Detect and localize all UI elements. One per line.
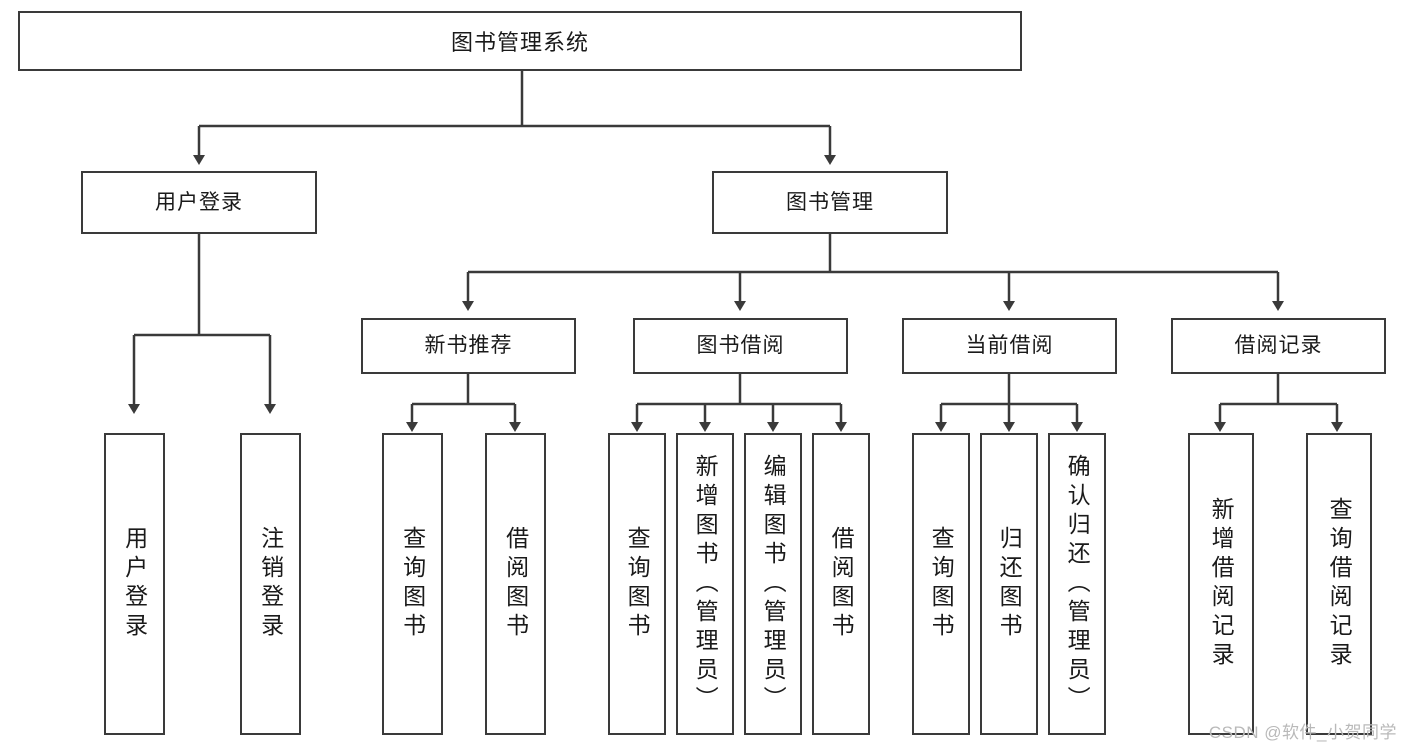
leaf-recommend-query-book[interactable]: 查询图书 <box>382 433 443 735</box>
node-book-management[interactable]: 图书管理 <box>712 171 948 234</box>
node-label: 查询图书 <box>928 526 955 642</box>
node-label: 当前借阅 <box>965 334 1054 358</box>
leaf-user-login-signout[interactable]: 注销登录 <box>240 433 301 735</box>
leaf-record-add-borrow-record[interactable]: 新增借阅记录 <box>1188 433 1254 735</box>
node-label: 图书管理 <box>786 190 874 214</box>
node-label: 注销登录 <box>257 526 284 642</box>
leaf-record-query-borrow-record[interactable]: 查询借阅记录 <box>1306 433 1372 735</box>
node-label: 借阅记录 <box>1234 334 1323 358</box>
node-label: 用户登录 <box>121 526 148 642</box>
node-borrow-record[interactable]: 借阅记录 <box>1171 318 1386 374</box>
node-label: 用户登录 <box>155 190 243 214</box>
node-current-borrow[interactable]: 当前借阅 <box>902 318 1117 374</box>
leaf-borrow-query-book[interactable]: 查询图书 <box>608 433 666 735</box>
node-label: 借阅图书 <box>502 526 529 642</box>
node-label: 图书借阅 <box>696 334 785 358</box>
node-label: 新增图书（管理员） <box>692 453 719 715</box>
node-label: 查询借阅记录 <box>1326 497 1353 671</box>
leaf-current-return-book[interactable]: 归还图书 <box>980 433 1038 735</box>
node-root-library-management-system[interactable]: 图书管理系统 <box>18 11 1022 71</box>
node-book-borrow[interactable]: 图书借阅 <box>633 318 848 374</box>
node-label: 编辑图书（管理员） <box>760 453 787 715</box>
node-label: 查询图书 <box>624 526 651 642</box>
node-user-login[interactable]: 用户登录 <box>81 171 317 234</box>
leaf-current-query-book[interactable]: 查询图书 <box>912 433 970 735</box>
leaf-borrow-edit-book-admin[interactable]: 编辑图书（管理员） <box>744 433 802 735</box>
node-label: 借阅图书 <box>828 526 855 642</box>
leaf-recommend-borrow-book[interactable]: 借阅图书 <box>485 433 546 735</box>
leaf-current-confirm-return-admin[interactable]: 确认归还（管理员） <box>1048 433 1106 735</box>
leaf-user-login-signin[interactable]: 用户登录 <box>104 433 165 735</box>
node-label: 新增借阅记录 <box>1208 497 1235 671</box>
node-label: 查询图书 <box>399 526 426 642</box>
node-label: 归还图书 <box>996 526 1023 642</box>
leaf-borrow-add-book-admin[interactable]: 新增图书（管理员） <box>676 433 734 735</box>
node-label: 确认归还（管理员） <box>1064 453 1091 715</box>
leaf-borrow-borrow-book[interactable]: 借阅图书 <box>812 433 870 735</box>
csdn-watermark: CSDN @软件_小贺同学 <box>1208 723 1397 742</box>
node-label: 新书推荐 <box>424 334 513 358</box>
node-label: 图书管理系统 <box>450 30 589 55</box>
node-new-book-recommend[interactable]: 新书推荐 <box>361 318 576 374</box>
